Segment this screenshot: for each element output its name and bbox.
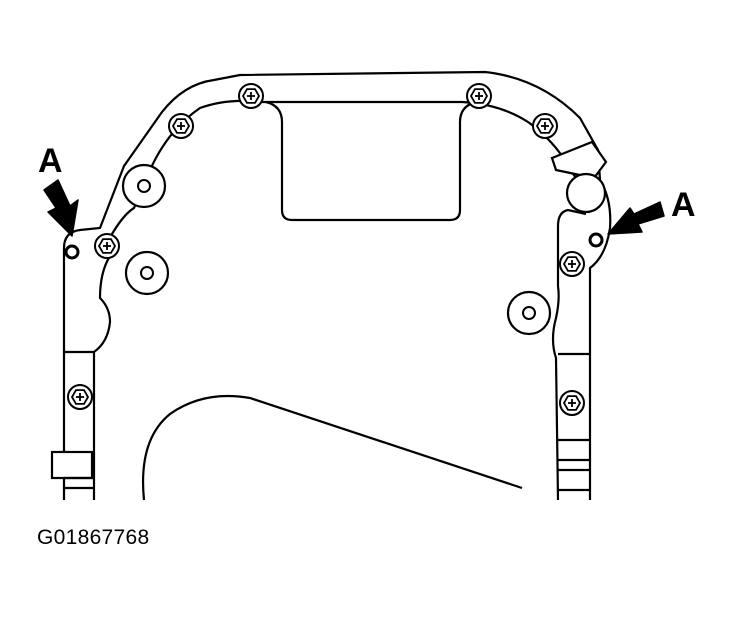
callout-label-left: A xyxy=(38,142,63,180)
arrow-icon-left xyxy=(43,179,79,237)
dowel-pin-icon-left xyxy=(64,244,80,260)
crank-arc xyxy=(142,394,523,501)
callout-label-right: A xyxy=(671,186,696,224)
boss-left-lower xyxy=(124,250,170,296)
center-cutout xyxy=(265,100,477,222)
boss-right-lower xyxy=(506,290,552,336)
bolt-icon xyxy=(168,113,194,139)
bolt-icon xyxy=(559,390,585,416)
boss-right-upper xyxy=(565,172,607,214)
alignment-tab xyxy=(550,140,608,180)
figure-id: G01867768 xyxy=(37,526,150,549)
bolt-icon xyxy=(238,83,264,109)
bolt-icon xyxy=(466,83,492,109)
boss-left-upper xyxy=(121,163,167,209)
arrow-icon-right xyxy=(607,201,665,235)
gasket-outer-outline xyxy=(62,70,612,500)
bolt-icon xyxy=(532,113,558,139)
bolt-icon xyxy=(67,384,93,410)
dowel-pin-icon-right xyxy=(588,232,604,248)
bolt-icon xyxy=(94,233,120,259)
gasket-inner-outline-right xyxy=(551,208,587,501)
gasket-inner-outline-left xyxy=(92,99,286,500)
bolt-icon xyxy=(559,251,585,277)
left-clip xyxy=(50,450,94,480)
